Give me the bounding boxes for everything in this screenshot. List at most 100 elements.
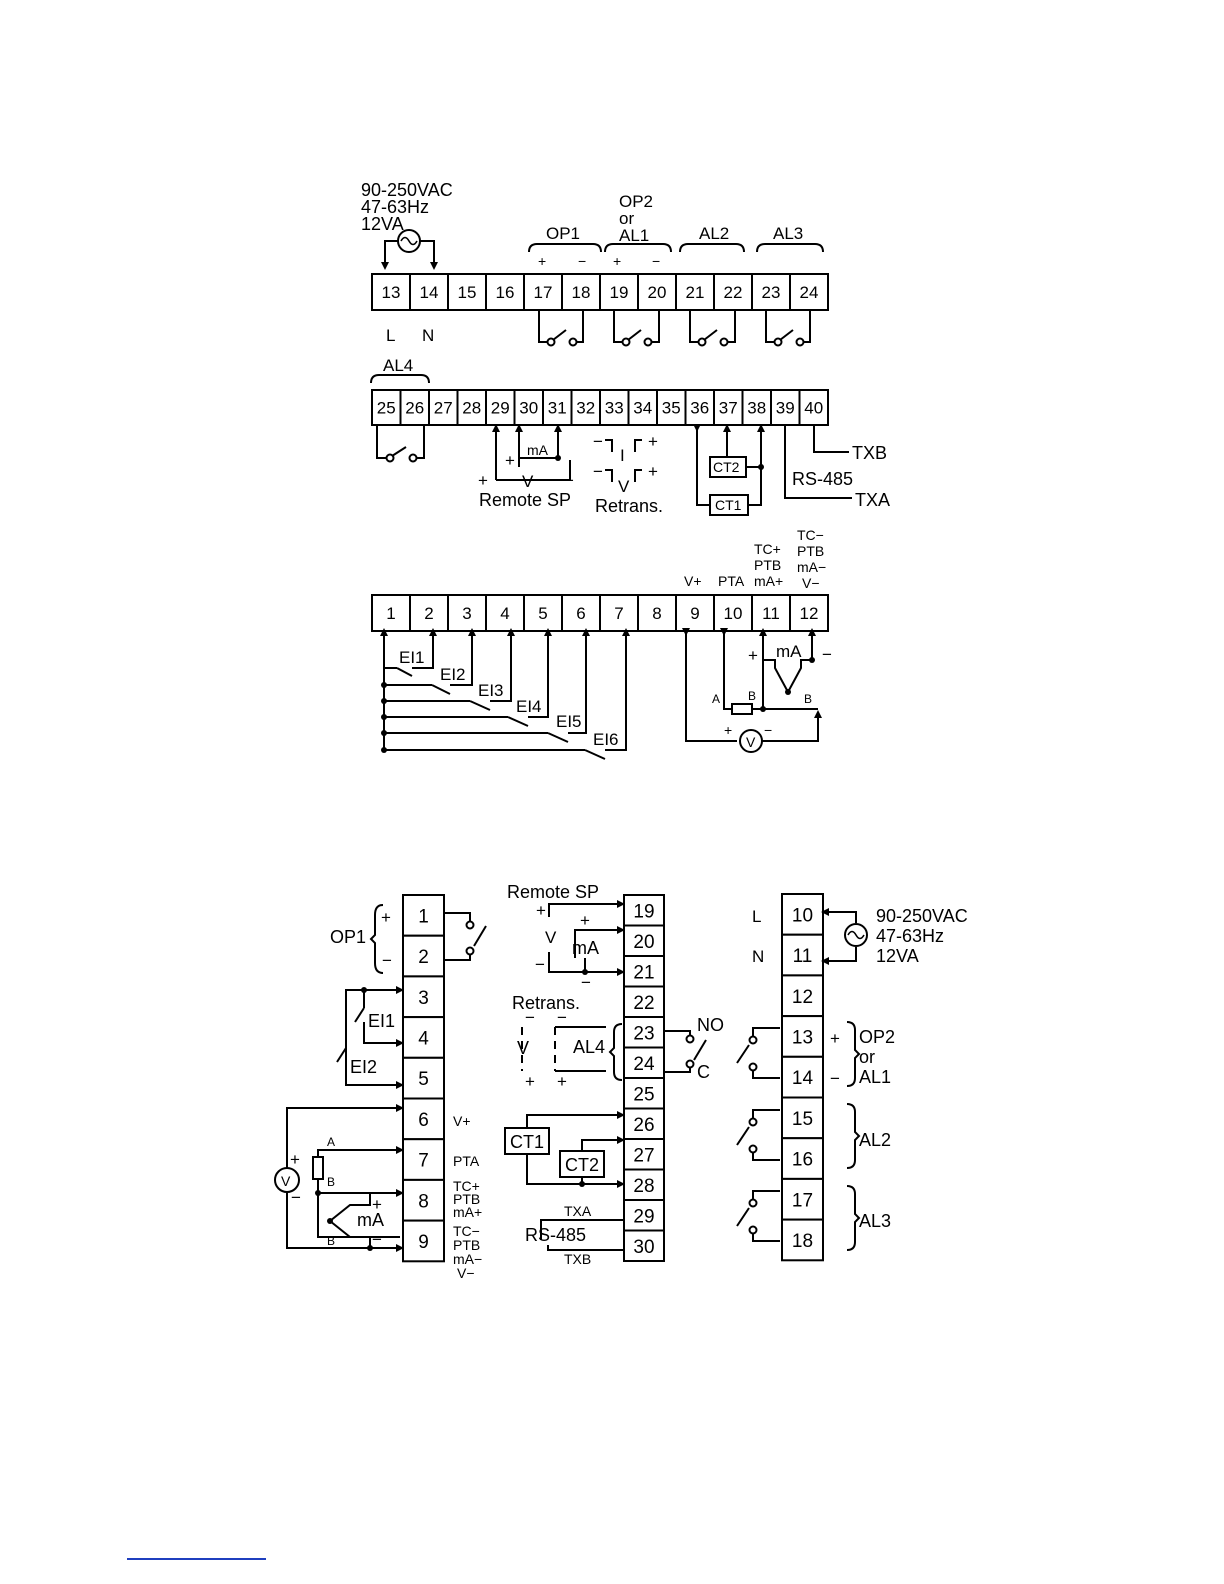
terminal-29	[485, 389, 516, 426]
terminal-number: 4	[500, 604, 509, 623]
terminal-number: 27	[633, 1145, 654, 1166]
terminal-27	[428, 389, 459, 426]
terminal-9	[402, 1219, 445, 1263]
top-line-label: L	[386, 326, 395, 345]
top-rs485-label: RS-485	[792, 469, 853, 489]
top-ma-label: mA	[527, 442, 549, 458]
top-ct1-label: CT1	[715, 497, 742, 513]
ac-wave-icon	[400, 236, 418, 246]
terminal-7	[599, 594, 639, 632]
terminal-5	[523, 594, 563, 632]
terminal-number: 35	[662, 399, 681, 418]
bottom-ct-inputs: CT1 CT2	[504, 1111, 625, 1188]
retrans-i-label: I	[620, 446, 625, 465]
terminal-number: 17	[534, 283, 553, 302]
al4-brace	[370, 374, 430, 384]
bottom-rtd-b: B	[327, 1175, 335, 1189]
terminal-number: 24	[633, 1054, 655, 1075]
terminal-1	[402, 894, 445, 937]
top-t12-label-4: V−	[802, 575, 820, 591]
top-ei5-label: EI5	[556, 712, 582, 731]
top-v-label: V	[522, 472, 534, 491]
terminal-24	[623, 1046, 665, 1079]
op1-label: OP1	[546, 224, 580, 243]
bottom-t9-label-4: V−	[457, 1265, 475, 1281]
op2-brace	[604, 243, 672, 253]
top-rtd-resistor	[731, 703, 753, 715]
top-t10-label: PTA	[718, 573, 745, 589]
op2-or-label: or	[619, 209, 634, 228]
bottom-op2-minus: −	[830, 1069, 840, 1088]
top-ei1-label: EI1	[399, 648, 425, 667]
bottom-t8-label-1: TC+	[453, 1178, 480, 1194]
terminal-number: 40	[804, 399, 823, 418]
bottom-power-voltage: 90-250VAC	[876, 906, 968, 926]
terminal-number: 38	[747, 399, 766, 418]
bottom-right-relays: + − OP2 or AL1 AL2 AL3	[736, 1021, 895, 1251]
bottom-retrans-plus2: +	[557, 1072, 567, 1091]
top-voltmeter-plus: +	[724, 722, 732, 738]
terminal-number: 29	[633, 1206, 654, 1227]
bottom-op1-minus: −	[382, 951, 392, 970]
top-voltmeter-v: V	[746, 734, 756, 750]
bottom-no-label: NO	[697, 1015, 724, 1035]
retrans-v-minus: −	[593, 462, 603, 481]
retrans-v-label: V	[618, 477, 630, 496]
bottom-event-inputs: EI1 EI2	[336, 986, 404, 1089]
bottom-ma-minus: −	[372, 1230, 382, 1249]
al3-label: AL3	[773, 224, 803, 243]
terminal-number: 19	[633, 901, 654, 922]
terminal-number: 22	[724, 283, 743, 302]
top-txa-label: TXA	[855, 490, 890, 510]
top-retrans: − + I − + V Retrans.	[593, 432, 663, 516]
bottom-rsp-ma-label: mA	[572, 938, 599, 958]
top-voltmeter-minus: −	[764, 722, 772, 738]
terminal-number: 24	[800, 283, 819, 302]
terminal-number: 5	[538, 604, 547, 623]
terminal-number: 7	[614, 604, 623, 623]
bottom-voltmeter-v: V	[281, 1173, 291, 1189]
bottom-rsp-minus: −	[535, 955, 545, 974]
terminal-21	[675, 273, 715, 311]
terminal-12	[789, 594, 829, 632]
top-analog-inputs: V + − A B B mA + −	[682, 628, 832, 753]
bottom-rtd-resistor	[312, 1156, 324, 1180]
top-remote-sp-label: Remote SP	[479, 490, 571, 510]
terminal-number: 4	[418, 1028, 429, 1049]
terminal-19	[623, 894, 665, 927]
terminal-number: 3	[462, 604, 471, 623]
bottom-op1-relay-contact	[444, 912, 487, 961]
retrans-i-plus: +	[648, 432, 658, 451]
bottom-al3-label: AL3	[859, 1211, 891, 1231]
top-t11-label-3: mA+	[754, 573, 783, 589]
bottom-ei1-label: EI1	[368, 1011, 395, 1031]
bottom-rtd-b2: B	[327, 1234, 335, 1248]
terminal-number: 6	[576, 604, 585, 623]
bottom-remote-sp-label: Remote SP	[507, 882, 599, 902]
terminal-number: 2	[424, 604, 433, 623]
bottom-op2-label: OP2	[859, 1027, 895, 1047]
terminal-10	[781, 893, 824, 936]
top-ma-plus: +	[748, 646, 758, 665]
terminal-number: 12	[792, 987, 813, 1008]
top-rtd-a: A	[712, 692, 720, 706]
bottom-ma-plus: +	[372, 1195, 382, 1214]
top-retrans-label: Retrans.	[595, 496, 663, 516]
terminal-13	[781, 1015, 824, 1058]
bottom-txb-label: TXB	[564, 1251, 591, 1267]
terminal-1	[371, 594, 411, 632]
top-neutral-label: N	[422, 326, 434, 345]
terminal-number: 1	[386, 604, 395, 623]
bottom-op1-label: OP1	[330, 927, 366, 947]
op1-relay-contact	[538, 310, 584, 347]
terminal-number: 8	[418, 1191, 429, 1212]
terminal-number: 30	[519, 399, 538, 418]
top-t12-label-3: mA−	[797, 559, 826, 575]
terminal-number: 13	[382, 283, 401, 302]
